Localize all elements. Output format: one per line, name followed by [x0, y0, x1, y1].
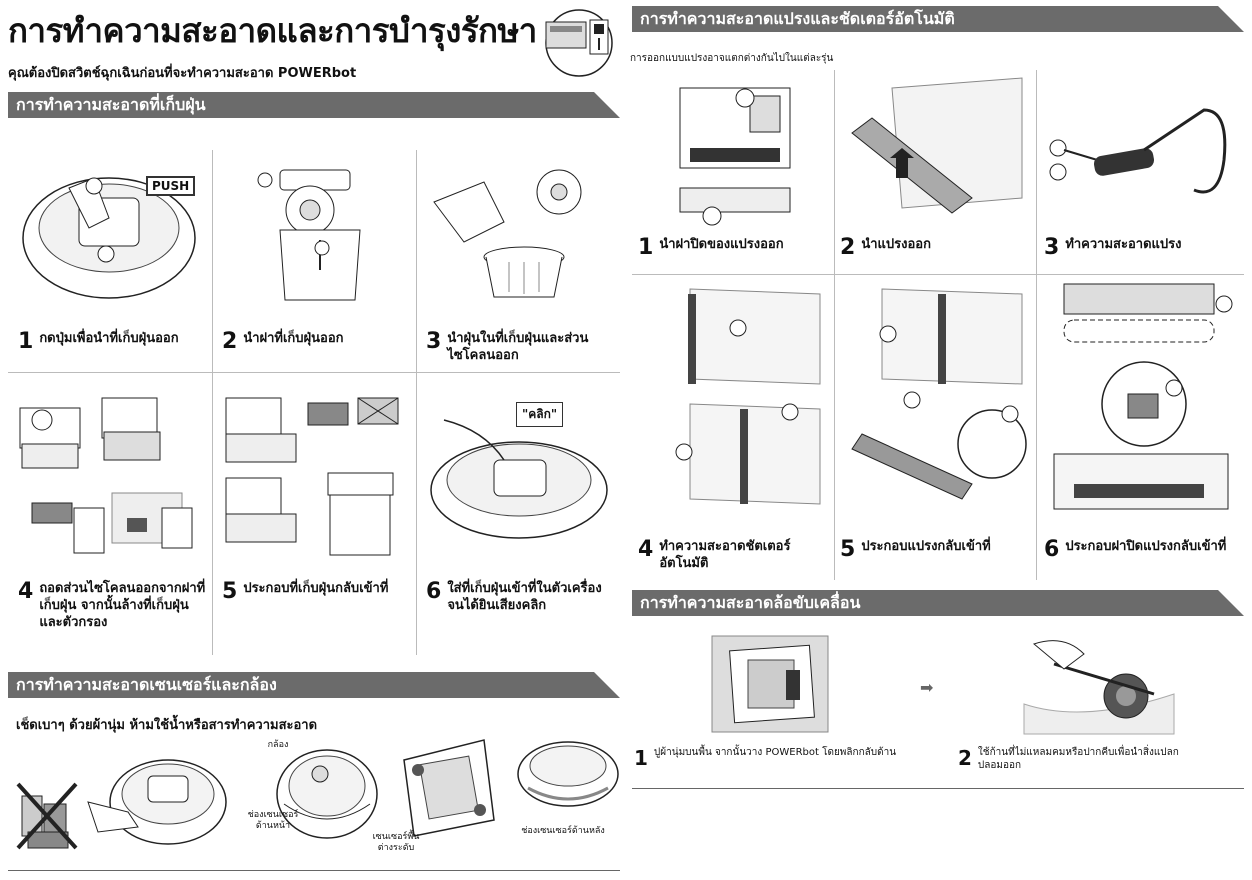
dustbin-step6-illustration [424, 400, 614, 550]
no-water-illustration [14, 768, 80, 852]
brush-note: การออกแบบแปรงอาจแตกต่างกันไปในแต่ละรุ่น [630, 53, 834, 64]
push-label: PUSH [146, 176, 196, 196]
brush-step1-illustration [650, 78, 820, 228]
brush-step4-illustration [650, 284, 826, 514]
wipe-robot-illustration [88, 742, 228, 852]
camera-label: กล้อง [267, 740, 289, 750]
click-label: "คลิก" [516, 402, 564, 427]
rear-robot-illustration [516, 740, 620, 820]
sensors-instruction: เช็ดเบาๆ ด้วยผ้านุ่ม ห้ามใช้น้ำหรือสารทำ… [16, 718, 318, 733]
page-subtitle: คุณต้องปิดสวิตช์ฉุกเฉินก่อนที่จะทำความสะ… [8, 66, 357, 81]
dustbin-step2-illustration [250, 160, 390, 310]
dustbin-section-header: การทำความสะอาดที่เก็บฝุ่น [8, 92, 620, 118]
robot-switch-illustration [536, 8, 622, 78]
wheel-step2-illustration [1024, 634, 1174, 734]
floor-sensor-label: เซนเซอร์พื้นต่างระดับ [372, 832, 420, 853]
wheel-section-header: การทำความสะอาดล้อขับเคลื่อน [632, 590, 1244, 616]
dustbin-step1-illustration [14, 158, 204, 308]
arrow-icon: ➡ [920, 678, 934, 697]
underside-robot-illustration [394, 740, 500, 836]
brush-step6-illustration [1044, 284, 1238, 514]
page-title: การทำความสะอาดและการบำรุงรักษา [8, 11, 537, 50]
brush-step5-illustration [852, 284, 1028, 514]
rear-sensor-label: ช่องเซนเซอร์ด้านหลัง [521, 826, 605, 836]
brush-step3-illustration [1044, 100, 1234, 210]
wheel-step1-illustration [712, 636, 828, 732]
front-robot-illustration [272, 744, 382, 844]
front-sensor-label: ช่องเซนเซอร์ด้านหน้า [247, 810, 299, 831]
sensors-section-header: การทำความสะอาดเซนเซอร์และกล้อง [8, 672, 620, 698]
dustbin-step4-illustration [12, 388, 208, 558]
dustbin-step3-illustration [424, 162, 614, 302]
brush-step2-illustration [842, 78, 1028, 218]
brush-section-header: การทำความสะอาดแปรงและชัดเตอร์อัตโนมัติ [632, 6, 1244, 32]
dustbin-step5-illustration [218, 388, 410, 558]
